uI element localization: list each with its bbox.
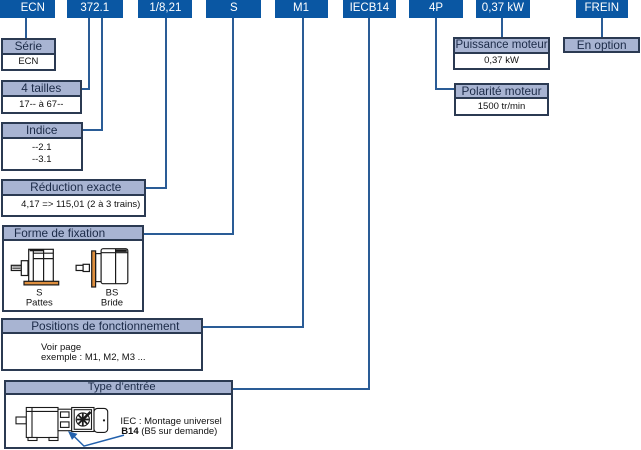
svg-text:BS: BS	[106, 287, 119, 298]
svg-text:Pattes: Pattes	[26, 298, 53, 309]
svg-text:Bride: Bride	[101, 298, 123, 309]
svg-text:IEC : Montage universel: IEC : Montage universel	[120, 416, 221, 427]
svg-text:S: S	[36, 287, 42, 298]
svg-text:B14 (B5 sur demande): B14 (B5 sur demande)	[121, 426, 217, 437]
